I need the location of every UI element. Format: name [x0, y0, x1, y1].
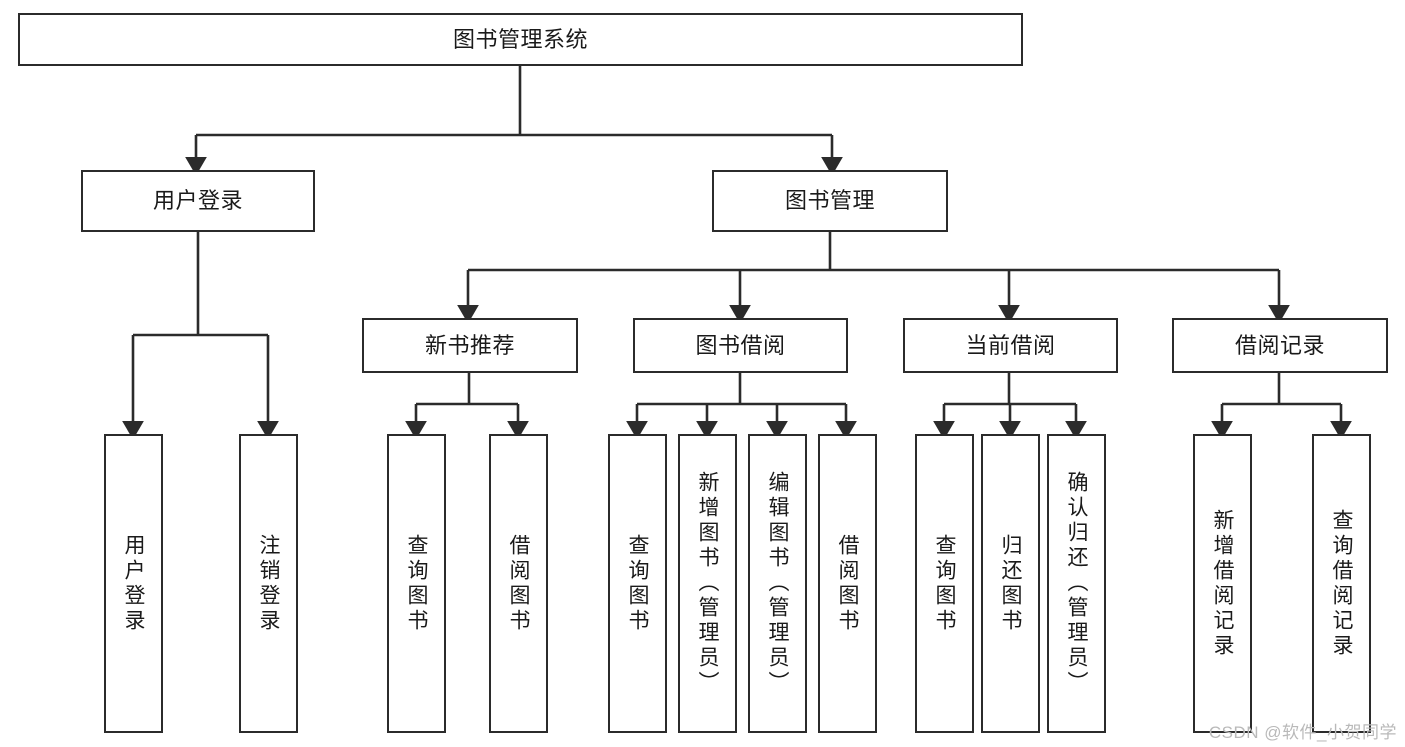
node-leaf-edit-book[interactable]: 编辑图书（管理员） — [748, 434, 807, 733]
node-leaf-borrow-book-2-label: 借阅图书 — [836, 533, 859, 634]
node-borrow-record-label: 借阅记录 — [1234, 332, 1325, 358]
node-leaf-add-record-label: 新增借阅记录 — [1211, 508, 1234, 659]
node-leaf-logout[interactable]: 注销登录 — [239, 434, 298, 733]
node-leaf-confirm-return[interactable]: 确认归还（管理员） — [1047, 434, 1106, 733]
node-book-manage[interactable]: 图书管理 — [712, 170, 948, 232]
node-leaf-query-book-1[interactable]: 查询图书 — [387, 434, 446, 733]
node-new-book-rec-label: 新书推荐 — [424, 332, 515, 358]
node-user-login[interactable]: 用户登录 — [81, 170, 315, 232]
node-leaf-query-record[interactable]: 查询借阅记录 — [1312, 434, 1371, 733]
node-leaf-borrow-book-1[interactable]: 借阅图书 — [489, 434, 548, 733]
node-leaf-borrow-book-1-label: 借阅图书 — [507, 533, 530, 634]
node-leaf-return-book-label: 归还图书 — [999, 533, 1022, 634]
node-current-borrow-label: 当前借阅 — [965, 332, 1056, 358]
node-leaf-add-record[interactable]: 新增借阅记录 — [1193, 434, 1252, 733]
node-leaf-add-book[interactable]: 新增图书（管理员） — [678, 434, 737, 733]
node-leaf-user-login[interactable]: 用户登录 — [104, 434, 163, 733]
node-leaf-query-book-1-label: 查询图书 — [405, 533, 428, 634]
node-borrow-record[interactable]: 借阅记录 — [1172, 318, 1388, 373]
node-leaf-query-book-2[interactable]: 查询图书 — [608, 434, 667, 733]
node-leaf-user-login-label: 用户登录 — [122, 533, 145, 634]
node-user-login-label: 用户登录 — [152, 188, 243, 214]
node-leaf-confirm-return-label: 确认归还（管理员） — [1065, 471, 1088, 696]
node-current-borrow[interactable]: 当前借阅 — [903, 318, 1118, 373]
node-leaf-query-book-2-label: 查询图书 — [626, 533, 649, 634]
node-book-borrow-label: 图书借阅 — [695, 332, 786, 358]
node-leaf-query-record-label: 查询借阅记录 — [1330, 508, 1353, 659]
node-new-book-rec[interactable]: 新书推荐 — [362, 318, 578, 373]
node-book-manage-label: 图书管理 — [784, 188, 875, 214]
node-leaf-query-book-3-label: 查询图书 — [933, 533, 956, 634]
node-leaf-return-book[interactable]: 归还图书 — [981, 434, 1040, 733]
node-leaf-borrow-book-2[interactable]: 借阅图书 — [818, 434, 877, 733]
node-root[interactable]: 图书管理系统 — [18, 13, 1023, 66]
node-leaf-add-book-label: 新增图书（管理员） — [696, 471, 719, 696]
node-leaf-logout-label: 注销登录 — [257, 533, 280, 634]
node-leaf-edit-book-label: 编辑图书（管理员） — [766, 471, 789, 696]
node-leaf-query-book-3[interactable]: 查询图书 — [915, 434, 974, 733]
node-root-label: 图书管理系统 — [452, 26, 588, 52]
node-book-borrow[interactable]: 图书借阅 — [633, 318, 848, 373]
